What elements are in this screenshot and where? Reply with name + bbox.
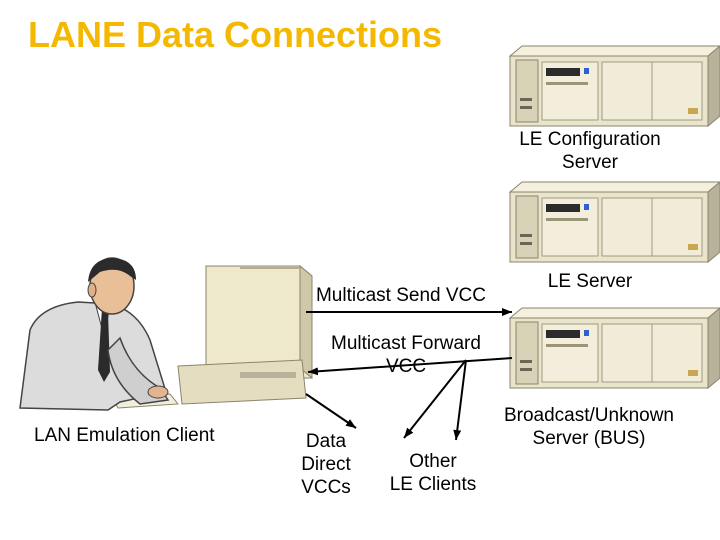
- person-at-computer-icon: [19, 257, 170, 411]
- les-label: LE Server: [547, 271, 633, 292]
- multicast-forward-vcc-line: [307, 357, 513, 376]
- multicast-send-label: Multicast Send VCC: [315, 285, 486, 306]
- data-direct-vcc-line-3: [403, 359, 467, 439]
- client-label: LAN Emulation Client: [34, 425, 215, 446]
- page-title: LANE Data Connections: [28, 14, 443, 55]
- data-direct-vcc-line-1: [305, 393, 357, 429]
- lecs-server-icon: [509, 45, 720, 127]
- connections: [305, 308, 513, 441]
- data-direct-vcc-line-2: [453, 359, 467, 441]
- les-server-icon: [509, 181, 720, 263]
- bus-server-icon: [509, 307, 720, 389]
